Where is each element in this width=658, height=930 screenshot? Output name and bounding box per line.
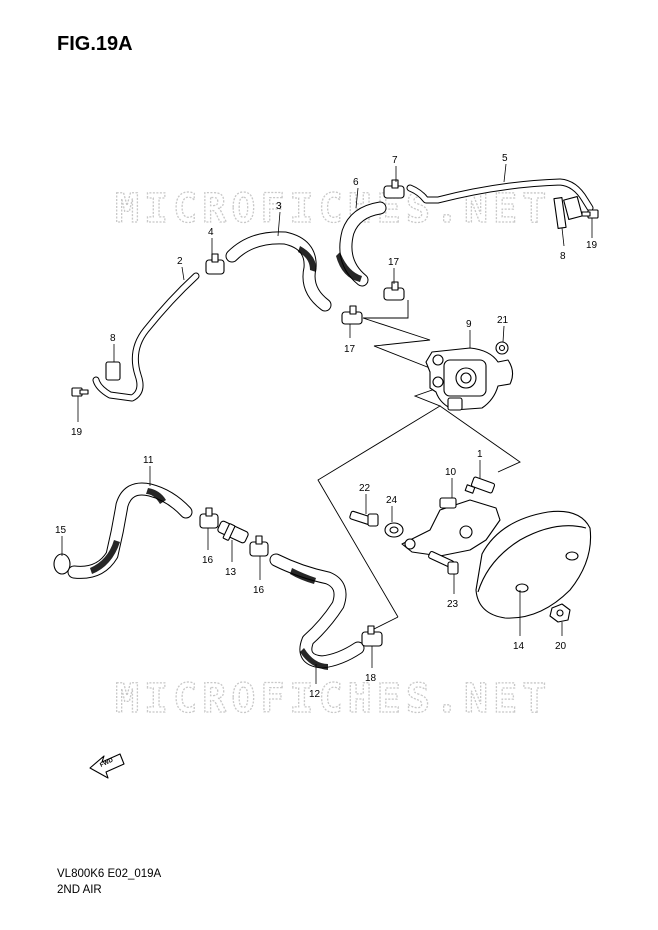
callout-10: 10 <box>445 467 457 478</box>
callout-1: 1 <box>477 449 483 460</box>
callout-19-left: 19 <box>71 427 83 438</box>
bracket-part-8-right[interactable] <box>553 195 583 229</box>
figure-code: VL800K6 E02_019A <box>57 868 162 880</box>
bracket-part-10[interactable] <box>401 497 501 557</box>
callout-8-left: 8 <box>110 333 116 344</box>
callout-9: 9 <box>466 319 472 330</box>
callout-11: 11 <box>143 455 154 466</box>
callout-12: 12 <box>309 689 321 700</box>
cover-part-14[interactable] <box>475 510 592 619</box>
callout-2: 2 <box>177 256 183 267</box>
figure-title: FIG.19A <box>57 33 133 55</box>
callout-16-left: 16 <box>202 555 214 566</box>
clamp-part-17-lower[interactable] <box>341 305 363 325</box>
callout-15: 15 <box>55 525 67 536</box>
callout-6: 6 <box>353 177 359 188</box>
bolt-part-19-right[interactable] <box>581 209 599 219</box>
callout-14: 14 <box>513 641 525 652</box>
hose-part-12[interactable] <box>269 553 365 670</box>
clamp-part-4[interactable] <box>205 253 225 275</box>
sensor-part-1[interactable] <box>464 476 496 494</box>
callout-17-lower: 17 <box>344 344 356 355</box>
bolt-part-23[interactable] <box>428 550 459 575</box>
callout-22: 22 <box>359 483 371 494</box>
washer-part-21[interactable] <box>495 341 509 355</box>
callout-23: 23 <box>447 599 459 610</box>
callout-7: 7 <box>392 155 398 166</box>
callout-3: 3 <box>276 201 282 212</box>
fwd-label: FWD <box>99 757 115 768</box>
callout-20: 20 <box>555 641 567 652</box>
bolt-part-22[interactable] <box>349 510 379 527</box>
hose-part-6[interactable] <box>336 201 387 287</box>
callout-17-upper: 17 <box>388 257 400 268</box>
clamp-part-7[interactable] <box>383 179 405 199</box>
pipe-part-5[interactable] <box>406 178 594 212</box>
callout-8-right: 8 <box>560 251 566 262</box>
hose-part-3[interactable] <box>225 231 332 312</box>
joint-part-13[interactable] <box>217 520 249 544</box>
figure-name: 2ND AIR <box>57 884 102 896</box>
clamp-part-17-upper[interactable] <box>383 281 405 301</box>
callout-16-right: 16 <box>253 585 265 596</box>
callout-5: 5 <box>502 153 508 164</box>
watermark-top: MICROFICHES.NET <box>115 186 551 232</box>
valve-part-9[interactable] <box>425 347 514 411</box>
callout-18: 18 <box>365 673 377 684</box>
bolt-part-19-left[interactable] <box>71 387 89 397</box>
callout-4: 4 <box>208 227 214 238</box>
callout-19-right: 19 <box>586 240 598 251</box>
cap-part-15[interactable] <box>53 553 71 575</box>
clamp-part-16-right[interactable] <box>249 535 269 557</box>
callout-labels: 1 2 3 4 5 6 7 8 8 9 10 11 12 13 14 15 16… <box>55 153 598 700</box>
leader-lines <box>61 163 593 684</box>
collar-part-24[interactable] <box>384 522 404 538</box>
clamp-part-18[interactable] <box>361 625 383 647</box>
watermark-bottom: MICROFICHES.NET <box>115 676 551 722</box>
callout-13: 13 <box>225 567 237 578</box>
clamp-part-16-left[interactable] <box>199 507 219 529</box>
bracket-part-8-left[interactable] <box>105 361 121 381</box>
callout-21: 21 <box>497 315 509 326</box>
callout-24: 24 <box>386 495 398 506</box>
nut-part-20[interactable] <box>549 603 571 623</box>
hose-part-11[interactable] <box>67 482 193 579</box>
pipe-part-2[interactable] <box>92 272 200 402</box>
fwd-arrow-icon: FWD <box>89 753 125 779</box>
